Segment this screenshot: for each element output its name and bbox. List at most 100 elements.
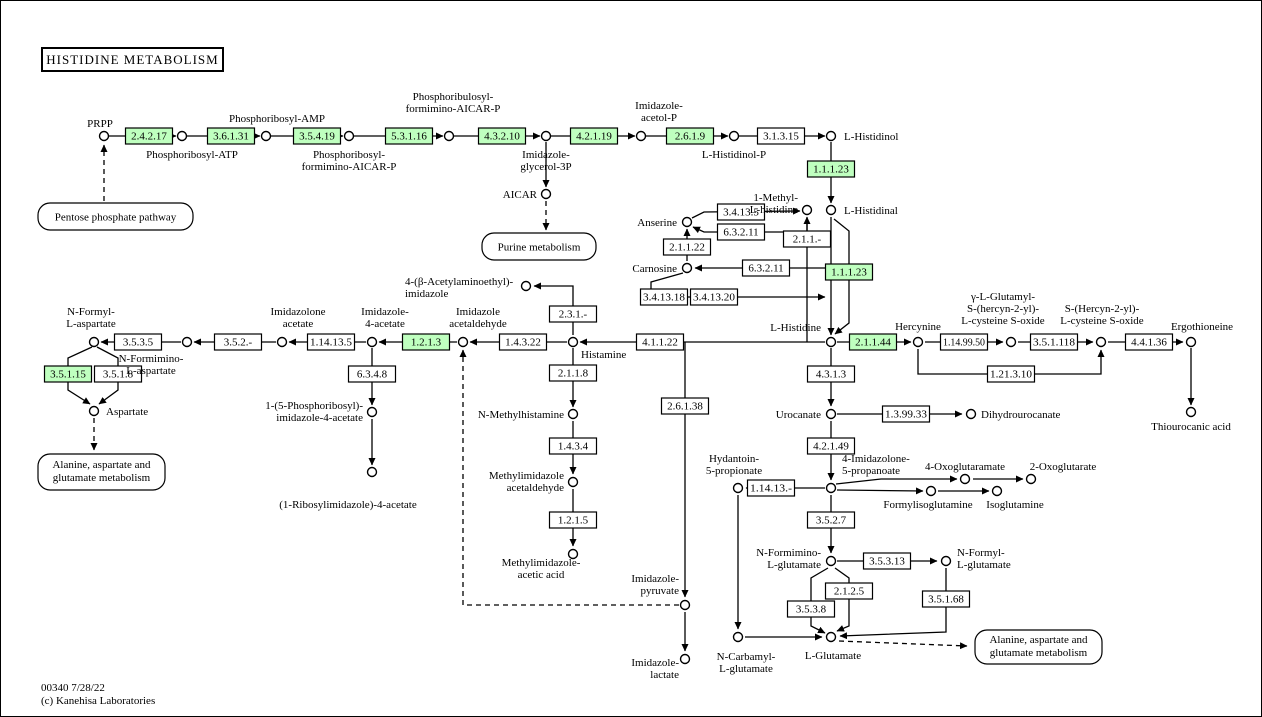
pathway-link-alanine-aspartate-glutamate-metabolism-1[interactable] [37, 453, 166, 491]
compound-1-methyl-l-histidine[interactable] [801, 204, 813, 216]
enzyme-box-1.14.99.50[interactable] [939, 333, 989, 351]
enzyme-box-2.1.1.22[interactable] [662, 238, 712, 256]
enzyme-box-2.6.1.38[interactable] [660, 397, 710, 415]
compound-imidazole-acetol-p[interactable] [635, 130, 647, 142]
enzyme-box-1.4.3.22[interactable] [498, 333, 548, 351]
enzyme-box-3.5.2.-[interactable] [213, 333, 263, 351]
compound-imidazole-glycerol-3p[interactable] [540, 130, 552, 142]
compound-acetylaminoethyl-imidazole[interactable] [520, 280, 532, 292]
enzyme-box-2.1.2.5[interactable] [824, 582, 874, 600]
enzyme-box-3.6.1.31[interactable] [206, 127, 256, 145]
enzyme-box-3.5.3.13[interactable] [862, 552, 912, 570]
pathway-link-purine-metabolism[interactable] [481, 232, 597, 261]
enzyme-box-3.5.1.15[interactable] [43, 365, 93, 383]
compound-n-formimino-l-aspartate[interactable] [181, 336, 193, 348]
compound-l-histidinol-p[interactable] [728, 130, 740, 142]
compound-phosphoribosyl-imidazole-4-acetate[interactable] [366, 406, 378, 418]
compound-dihydrourocanate[interactable] [965, 408, 977, 420]
compound-2-oxoglutarate[interactable] [1025, 473, 1037, 485]
enzyme-box-2.3.1.-[interactable] [548, 305, 598, 323]
compound-aspartate[interactable] [88, 405, 100, 417]
compound-n-formyl-l-aspartate[interactable] [88, 336, 100, 348]
compound-4-oxoglutaramate[interactable] [959, 473, 971, 485]
enzyme-box-2.1.1.-[interactable] [782, 230, 832, 248]
enzyme-box-2.1.1.44[interactable] [848, 333, 898, 351]
compound-imidazolone-acetate[interactable] [276, 336, 288, 348]
compound-n-carbamyl-l-glutamate[interactable] [732, 631, 744, 643]
enzyme-box-1.4.3.4[interactable] [548, 437, 598, 455]
compound-l-histidine[interactable] [825, 336, 837, 348]
compound-histamine[interactable] [567, 336, 579, 348]
compound-s-hercynyl-cysteine-s-oxide[interactable] [1095, 336, 1107, 348]
compound-isoglutamine[interactable] [991, 485, 1003, 497]
enzyme-box-3.5.1.8[interactable] [93, 365, 143, 383]
enzyme-box-1.21.3.10[interactable] [986, 365, 1036, 383]
pathway-link-pentose-phosphate-pathway[interactable] [37, 202, 194, 231]
enzyme-box-3.1.3.15[interactable] [756, 127, 806, 145]
compound-phosphoribosyl-formimino-aicar-p[interactable] [343, 130, 355, 142]
enzyme-box-6.3.2.11[interactable] [716, 223, 766, 241]
enzyme-box-2.4.2.17[interactable] [124, 127, 174, 145]
enzyme-box-1.2.1.5[interactable] [548, 511, 598, 529]
compound-imidazole-4-acetate[interactable] [366, 336, 378, 348]
enzyme-box-1.3.99.33[interactable] [881, 405, 931, 423]
compound-thiourocanic-acid[interactable] [1185, 406, 1197, 418]
enzyme-box-4.3.1.3[interactable] [806, 365, 856, 383]
enzyme-ec-label: 4.2.1.19 [576, 131, 612, 143]
compound-l-histidinal[interactable] [825, 204, 837, 216]
compound-formylisoglutamine[interactable] [925, 485, 937, 497]
compound-phosphoribosyl-atp[interactable] [176, 130, 188, 142]
enzyme-box-3.5.3.5[interactable] [113, 333, 163, 351]
pathway-link-alanine-aspartate-glutamate-metabolism-2[interactable] [974, 629, 1103, 665]
enzyme-box-4.3.2.10[interactable] [477, 127, 527, 145]
enzyme-box-2.1.1.8[interactable] [548, 364, 598, 382]
compound-methylimidazole-acetic-acid[interactable] [567, 548, 579, 560]
compound-phosphoribulosyl-formimino-aicar-p[interactable] [443, 130, 455, 142]
enzyme-box-6.3.4.8[interactable] [347, 365, 397, 383]
compound-l-glutamate[interactable] [825, 631, 837, 643]
compound-label: 1-(5-Phosphoribosyl)-imidazole-4-acetate [265, 400, 363, 424]
compound-ergothioneine[interactable] [1185, 336, 1197, 348]
compound-hercynine[interactable] [912, 336, 924, 348]
enzyme-box-3.5.2.7[interactable] [806, 511, 856, 529]
enzyme-box-4.2.1.19[interactable] [569, 127, 619, 145]
compound-l-histidinol[interactable] [825, 130, 837, 142]
enzyme-box-1.1.1.23[interactable] [806, 160, 856, 178]
enzyme-box-5.3.1.16[interactable] [384, 127, 434, 145]
enzyme-box-1.14.13.-[interactable] [746, 479, 796, 497]
compound-methylimidazole-acetaldehyde[interactable] [567, 476, 579, 488]
compound-ribosylimidazole-4-acetate[interactable] [366, 466, 378, 478]
enzyme-box-6.3.2.11[interactable] [741, 259, 791, 277]
compound-prpp[interactable] [98, 130, 110, 142]
enzyme-box-3.4.13.20[interactable] [689, 288, 739, 306]
compound-n-formimino-l-glutamate[interactable] [825, 555, 837, 567]
enzyme-box-4.1.1.22[interactable] [635, 333, 685, 351]
enzyme-box-2.6.1.9[interactable] [665, 127, 715, 145]
compound-n-formyl-l-glutamate[interactable] [940, 555, 952, 567]
compound-aicar[interactable] [540, 188, 552, 200]
reaction-edge [835, 475, 958, 485]
enzyme-box-3.4.13.5[interactable] [716, 203, 766, 221]
compound-imidazole-pyruvate[interactable] [679, 599, 691, 611]
enzyme-box-1.14.13.5[interactable] [306, 333, 356, 351]
copyright-text: (c) Kanehisa Laboratories [41, 695, 156, 707]
compound-4-imidazolone-5-propanoate[interactable] [825, 482, 837, 494]
enzyme-box-4.2.1.49[interactable] [806, 437, 856, 455]
enzyme-box-1.2.1.3[interactable] [401, 333, 451, 351]
compound-urocanate[interactable] [825, 408, 837, 420]
compound-phosphoribosyl-amp[interactable] [260, 130, 272, 142]
enzyme-box-1.1.1.23[interactable] [824, 263, 874, 281]
compound-anserine[interactable] [681, 216, 693, 228]
enzyme-box-3.5.1.68[interactable] [921, 590, 971, 608]
enzyme-box-4.4.1.36[interactable] [1124, 333, 1174, 351]
enzyme-box-3.4.13.18[interactable] [639, 288, 689, 306]
compound-carnosine[interactable] [681, 262, 693, 274]
enzyme-box-3.5.4.19[interactable] [292, 127, 342, 145]
compound-hydantoin-5-propionate[interactable] [732, 482, 744, 494]
enzyme-box-3.5.1.118[interactable] [1029, 333, 1079, 351]
compound-imidazole-acetaldehyde[interactable] [457, 336, 469, 348]
compound-n-methylhistamine[interactable] [567, 408, 579, 420]
compound-gamma-l-glutamyl-s-hercynyl-cysteine-s-oxide[interactable] [1005, 336, 1017, 348]
enzyme-box-3.5.3.8[interactable] [786, 600, 836, 618]
compound-imidazole-lactate[interactable] [679, 653, 691, 665]
